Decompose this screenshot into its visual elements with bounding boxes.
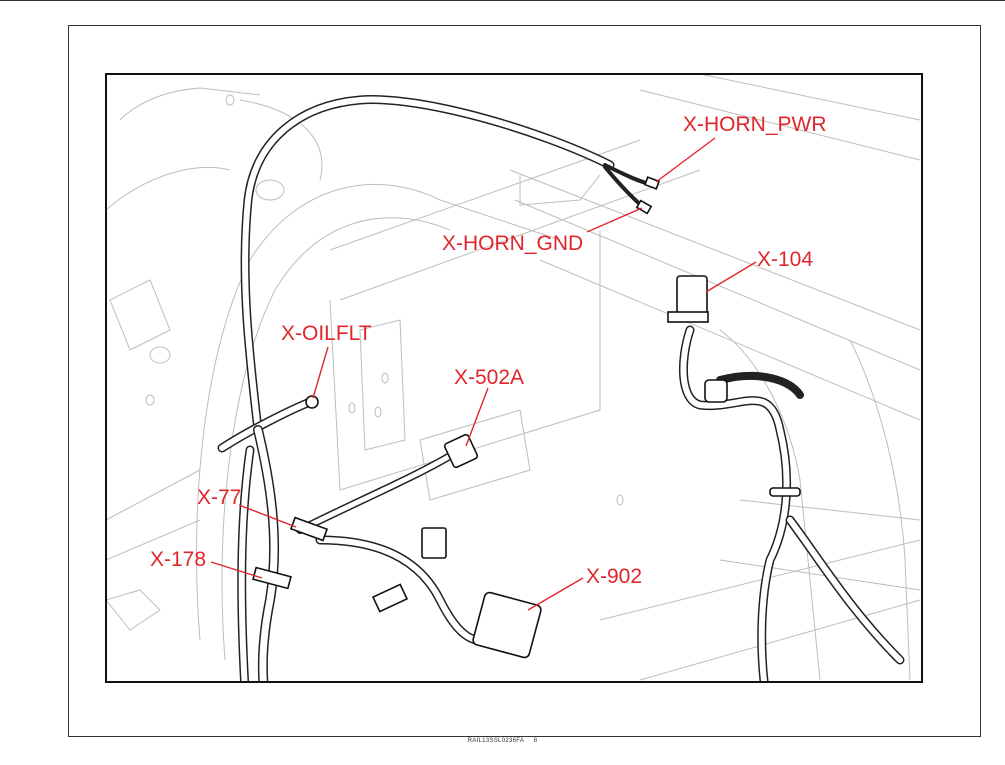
callout-x902: X-902: [586, 565, 642, 588]
callout-x104: X-104: [757, 248, 813, 271]
illustration-border: [105, 73, 923, 683]
figure-code: RAIL13SSL0236FA 8: [0, 738, 1005, 744]
horn-gnd-terminal: [635, 199, 653, 215]
callout-labels: X-HORN_PWR X-HORN_GND X-104 X-OILFLT X-5…: [150, 113, 827, 588]
x178-clip: [252, 566, 292, 590]
callout-x502a: X-502A: [454, 366, 524, 389]
side-connector: [371, 583, 409, 613]
harness-wires: [217, 95, 905, 682]
callout-horn-gnd: X-HORN_GND: [442, 232, 583, 255]
x104-connector: [676, 275, 708, 315]
callout-oilflt: X-OILFLT: [281, 322, 372, 345]
x502a-connector: [443, 433, 479, 469]
callout-x77: X-77: [197, 486, 241, 509]
cable-tie: [769, 487, 801, 497]
callout-leaders: [210, 137, 757, 611]
callout-horn-pwr: X-HORN_PWR: [683, 113, 827, 136]
callout-x178: X-178: [150, 548, 206, 571]
connectors: [252, 176, 801, 659]
top-rule: [0, 0, 1005, 1]
x104-bracket: [667, 311, 709, 323]
oilflt-ring-terminal: [305, 395, 319, 409]
horn-pwr-terminal: [643, 176, 661, 190]
page-frame: [68, 25, 981, 737]
figure-page-number: 8: [533, 738, 538, 744]
center-connector: [421, 527, 447, 559]
cable-grommet: [704, 379, 728, 403]
x902-connector: [472, 591, 542, 659]
x77-clip: [289, 516, 329, 542]
figure-code-text: RAIL13SSL0236FA: [467, 738, 524, 744]
